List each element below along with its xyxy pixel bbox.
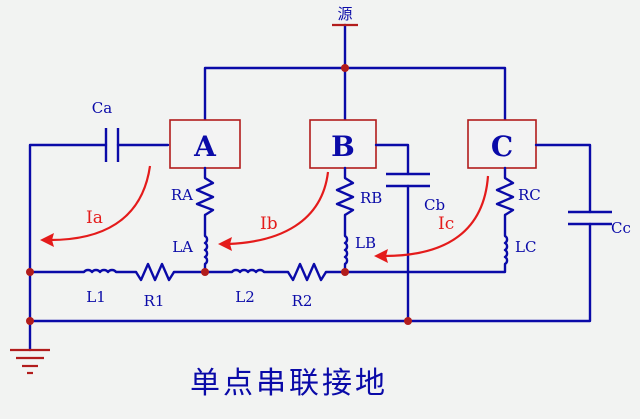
device-box-c: C — [467, 119, 537, 169]
device-box-b: B — [309, 119, 377, 169]
inductor-lb — [343, 234, 349, 266]
junction-node — [201, 268, 209, 276]
current-arrow-ia — [40, 165, 152, 247]
current-arrow-ib — [218, 171, 330, 251]
inductor-l1-label: L1 — [86, 288, 106, 306]
source-terminal — [332, 23, 358, 70]
current-ia-label: Ia — [86, 208, 103, 228]
resistor-r1-label: R1 — [144, 292, 165, 310]
inductor-lc-label: LC — [515, 238, 536, 256]
branch-c — [343, 166, 515, 274]
junction-node — [341, 268, 349, 276]
resistor-rb — [335, 176, 355, 217]
inductor-l2 — [231, 268, 265, 274]
resistor-r2 — [286, 262, 328, 282]
resistor-rc — [495, 176, 515, 217]
supply-node — [341, 64, 349, 72]
junction-node — [26, 317, 34, 325]
device-c-label: C — [491, 130, 513, 163]
resistor-ra — [195, 176, 215, 217]
resistor-rc-label: RC — [518, 186, 541, 204]
resistor-r2-label: R2 — [292, 292, 313, 310]
inductor-lc — [503, 234, 509, 266]
junction-node — [404, 317, 412, 325]
current-ib-label: Ib — [260, 214, 278, 234]
resistor-ra-label: RA — [171, 186, 193, 204]
branch-a — [195, 166, 215, 274]
capacitor-ca-label: Ca — [92, 99, 112, 117]
capacitor-cc-label: Cc — [611, 219, 631, 237]
resistor-r1 — [134, 262, 176, 282]
diagram-caption: 单点串联接地 — [190, 366, 388, 401]
device-a-label: A — [193, 130, 217, 163]
series-ground-chain — [28, 262, 347, 282]
cc-branch — [28, 143, 612, 323]
device-box-a: A — [169, 119, 241, 169]
device-b-label: B — [331, 130, 355, 163]
junction-node — [26, 268, 34, 276]
inductor-l2-label: L2 — [235, 288, 255, 306]
inductor-la-label: LA — [172, 238, 193, 256]
inductor-la — [203, 234, 209, 266]
cb-branch — [374, 143, 430, 323]
supply-bus — [203, 66, 507, 122]
current-arrow-ic — [374, 175, 490, 263]
branch-b — [335, 166, 355, 274]
inductor-l1 — [83, 268, 117, 274]
source-label: 源 — [337, 5, 352, 23]
inductor-lb-label: LB — [355, 234, 376, 252]
resistor-rb-label: RB — [360, 189, 382, 207]
capacitor-cb-label: Cb — [424, 196, 445, 214]
current-ic-label: Ic — [438, 214, 454, 234]
ground-icon — [10, 348, 50, 375]
ca-branch — [28, 128, 170, 352]
